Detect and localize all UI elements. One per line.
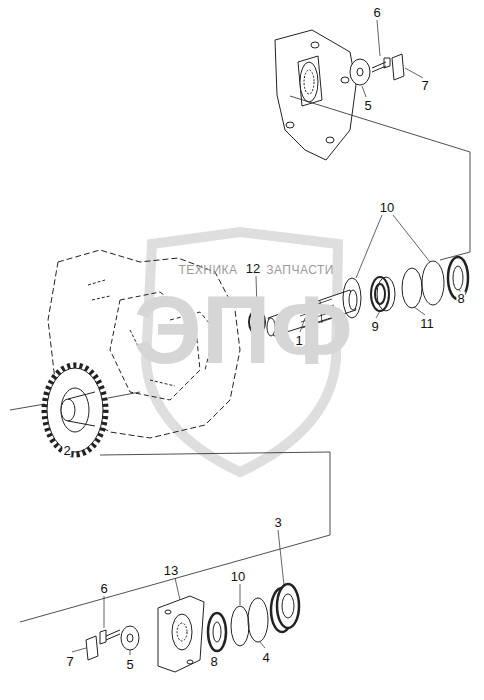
washer [121, 626, 139, 650]
seal [208, 613, 226, 651]
callout-number: 11 [419, 317, 435, 330]
watermark-logo: ЭПФ [132, 282, 353, 378]
lock-plate [86, 636, 98, 660]
callout-number: 5 [125, 658, 134, 671]
flange-plate [275, 30, 356, 160]
snap-ring [422, 261, 444, 305]
washer [350, 59, 370, 85]
callout-number: 6 [99, 582, 108, 595]
callout-number: 6 [372, 6, 381, 19]
callout-number: 10 [230, 570, 246, 583]
watermark-text: ТЕХНИКА [177, 264, 238, 276]
bolt [100, 630, 120, 644]
callout-number: 4 [261, 651, 270, 664]
callout-number: 8 [456, 292, 465, 305]
callout-number: 13 [163, 564, 179, 577]
bearing [371, 277, 395, 311]
bearing [271, 584, 299, 632]
gear [45, 366, 105, 454]
bolt [372, 58, 390, 72]
callout-number: 8 [209, 655, 218, 668]
callout-number: 2 [62, 444, 71, 457]
callout-number: 1 [294, 334, 303, 347]
callout-number: 7 [65, 655, 74, 668]
yoke-flange [158, 596, 204, 672]
callout-number: 9 [370, 320, 379, 333]
snap-ring [231, 606, 249, 646]
callout-number: 7 [420, 79, 429, 92]
callout-number: 5 [363, 99, 372, 112]
callout-number: 3 [273, 516, 282, 529]
ring [402, 268, 422, 308]
callout-number: 12 [245, 262, 261, 275]
ring [248, 598, 268, 642]
lock-plate [392, 54, 404, 80]
callout-number: 10 [379, 201, 395, 214]
watermark-text: ЗАПЧАСТИ [265, 264, 335, 276]
leader-lines [72, 20, 460, 655]
